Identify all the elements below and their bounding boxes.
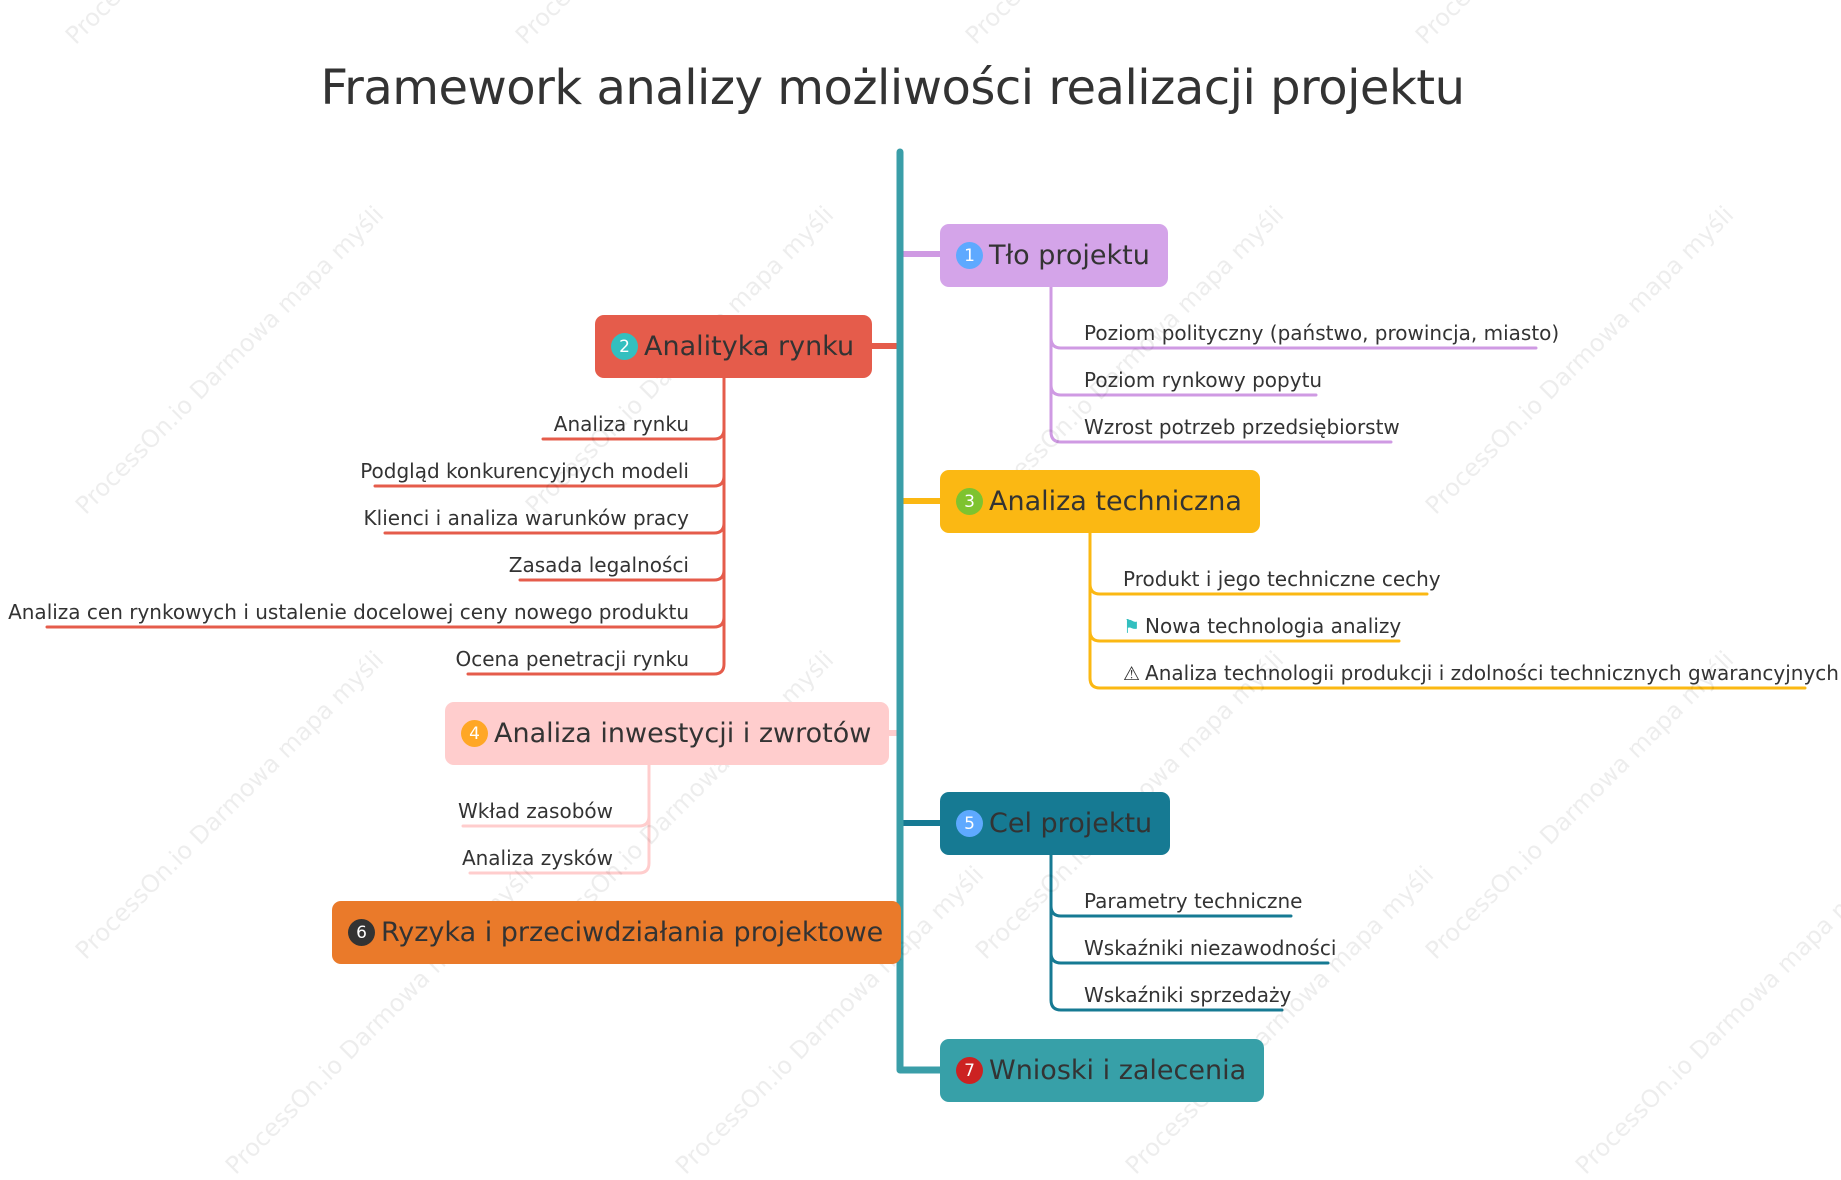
branch-line [1088, 531, 1807, 690]
subtopic-item[interactable]: Analiza rynku [553, 412, 689, 436]
topic-label: Analityka rynku [644, 331, 855, 362]
subtopic-item[interactable]: Parametry techniczne [1084, 889, 1303, 913]
topic-node-2[interactable]: 2 Analityka rynku [595, 315, 873, 378]
branch-line [1049, 904, 1293, 918]
branch-line [383, 521, 726, 535]
topic-number-badge: 7 [956, 1057, 983, 1084]
subtopic-item[interactable]: Poziom rynkowy popytu [1084, 368, 1323, 392]
topic-number-badge: 1 [956, 242, 983, 269]
branch-line [468, 762, 651, 875]
topic-label: Wnioski i zalecenia [989, 1055, 1247, 1086]
branch-line [1049, 951, 1330, 965]
flag-icon: ⚑ [1123, 616, 1141, 638]
topic-label: Tło projektu [989, 240, 1150, 271]
topic-number-badge: 2 [611, 333, 638, 360]
branch-line [518, 568, 726, 582]
topic-number-badge: 6 [348, 919, 375, 946]
topic-node-5[interactable]: 5 Cel projektu [940, 792, 1171, 855]
branch-line [45, 615, 726, 629]
topic-number-badge: 5 [956, 810, 983, 837]
topic-label: Analiza inwestycji i zwrotów [494, 718, 872, 749]
subtopic-label: Nowa technologia analizy [1145, 614, 1402, 638]
branch-line [466, 375, 726, 676]
topic-node-6[interactable]: 6 Ryzyka i przeciwdziałania projektowe [332, 901, 902, 964]
branch-line [461, 814, 651, 828]
subtopic-item[interactable]: Ocena penetracji rynku [455, 647, 689, 671]
topic-node-3[interactable]: 3 Analiza techniczna [940, 470, 1260, 533]
subtopic-item[interactable]: Zasada legalności [508, 553, 689, 577]
topic-number-badge: 3 [956, 488, 983, 515]
subtopic-item[interactable]: ⚠Analiza technologii produkcji i zdolnoś… [1123, 660, 1839, 687]
subtopic-item[interactable]: Klienci i analiza warunków pracy [363, 506, 689, 530]
trunk-line [896, 148, 944, 1074]
subtopic-item[interactable]: Poziom polityczny (państwo, prowincja, m… [1084, 321, 1560, 345]
branch-line [1049, 336, 1538, 350]
subtopic-item[interactable]: Wskaźniki niezawodności [1084, 936, 1337, 960]
subtopic-item[interactable]: Analiza cen rynkowych i ustalenie docelo… [8, 600, 689, 624]
subtopic-item[interactable]: Analiza zysków [461, 846, 613, 870]
branch-line [1088, 629, 1401, 643]
subtopic-item[interactable]: Produkt i jego techniczne cechy [1123, 567, 1441, 591]
topic-node-4[interactable]: 4 Analiza inwestycji i zwrotów [445, 702, 890, 765]
topic-label: Analiza techniczna [989, 486, 1242, 517]
branch-line [1049, 852, 1284, 1012]
topic-number-badge: 4 [461, 720, 488, 747]
connector-lines [45, 148, 1807, 1074]
topic-label: Cel projektu [989, 808, 1153, 839]
map-title: Framework analizy możliwości realizacji … [320, 60, 1465, 116]
branch-line [1088, 582, 1429, 596]
topic-label: Ryzyka i przeciwdziałania projektowe [381, 917, 884, 948]
subtopic-item[interactable]: ⚑Nowa technologia analizy [1123, 613, 1401, 640]
subtopic-item[interactable]: Wzrost potrzeb przedsiębiorstw [1084, 415, 1400, 439]
branch-line [1049, 383, 1318, 397]
warning-icon: ⚠ [1123, 663, 1141, 685]
topic-node-1[interactable]: 1 Tło projektu [940, 224, 1168, 287]
branch-line [1049, 284, 1393, 444]
subtopic-item[interactable]: Wkład zasobów [457, 799, 613, 823]
topic-node-7[interactable]: 7 Wnioski i zalecenia [940, 1039, 1265, 1102]
subtopic-label: Analiza technologii produkcji i zdolnośc… [1145, 661, 1839, 685]
branch-line [541, 427, 726, 441]
subtopic-item[interactable]: Podgląd konkurencyjnych modeli [360, 459, 689, 483]
branch-line [373, 474, 726, 488]
subtopic-item[interactable]: Wskaźniki sprzedaży [1084, 983, 1292, 1007]
